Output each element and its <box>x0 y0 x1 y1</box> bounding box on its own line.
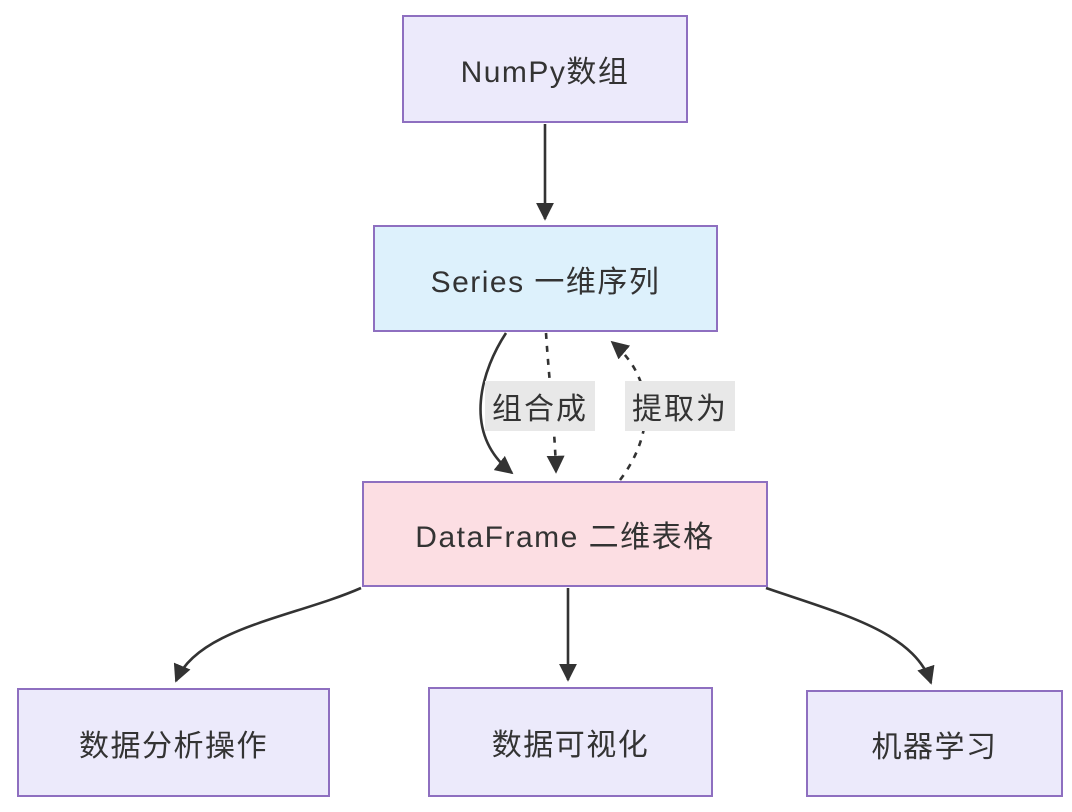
node-data-analysis: 数据分析操作 <box>17 688 330 797</box>
edge-dataframe-to-series-dashed <box>610 340 647 481</box>
edge-dataframe-to-ml <box>765 586 935 685</box>
edge-series-to-dataframe-dashed <box>544 332 565 474</box>
node-series-label: Series 一维序列 <box>430 265 661 299</box>
edge-label-extract: 提取为 <box>625 381 735 431</box>
edge-series-to-dataframe-solid <box>479 332 514 475</box>
node-data-visualization: 数据可视化 <box>428 687 713 797</box>
node-machine-learning: 机器学习 <box>806 690 1063 797</box>
node-data-visualization-label: 数据可视化 <box>491 729 650 762</box>
node-machine-learning-label: 机器学习 <box>871 730 998 764</box>
node-dataframe: DataFrame 二维表格 <box>362 481 768 587</box>
node-data-analysis-label: 数据分析操作 <box>79 729 268 763</box>
edge-label-combine: 组合成 <box>485 381 595 431</box>
node-numpy-array-label: NumPy数组 <box>460 56 630 89</box>
node-dataframe-label: DataFrame 二维表格 <box>415 521 715 554</box>
node-series: Series 一维序列 <box>373 225 718 332</box>
node-numpy-array: NumPy数组 <box>402 15 688 123</box>
edge-dataframe-to-analysis <box>173 586 362 683</box>
